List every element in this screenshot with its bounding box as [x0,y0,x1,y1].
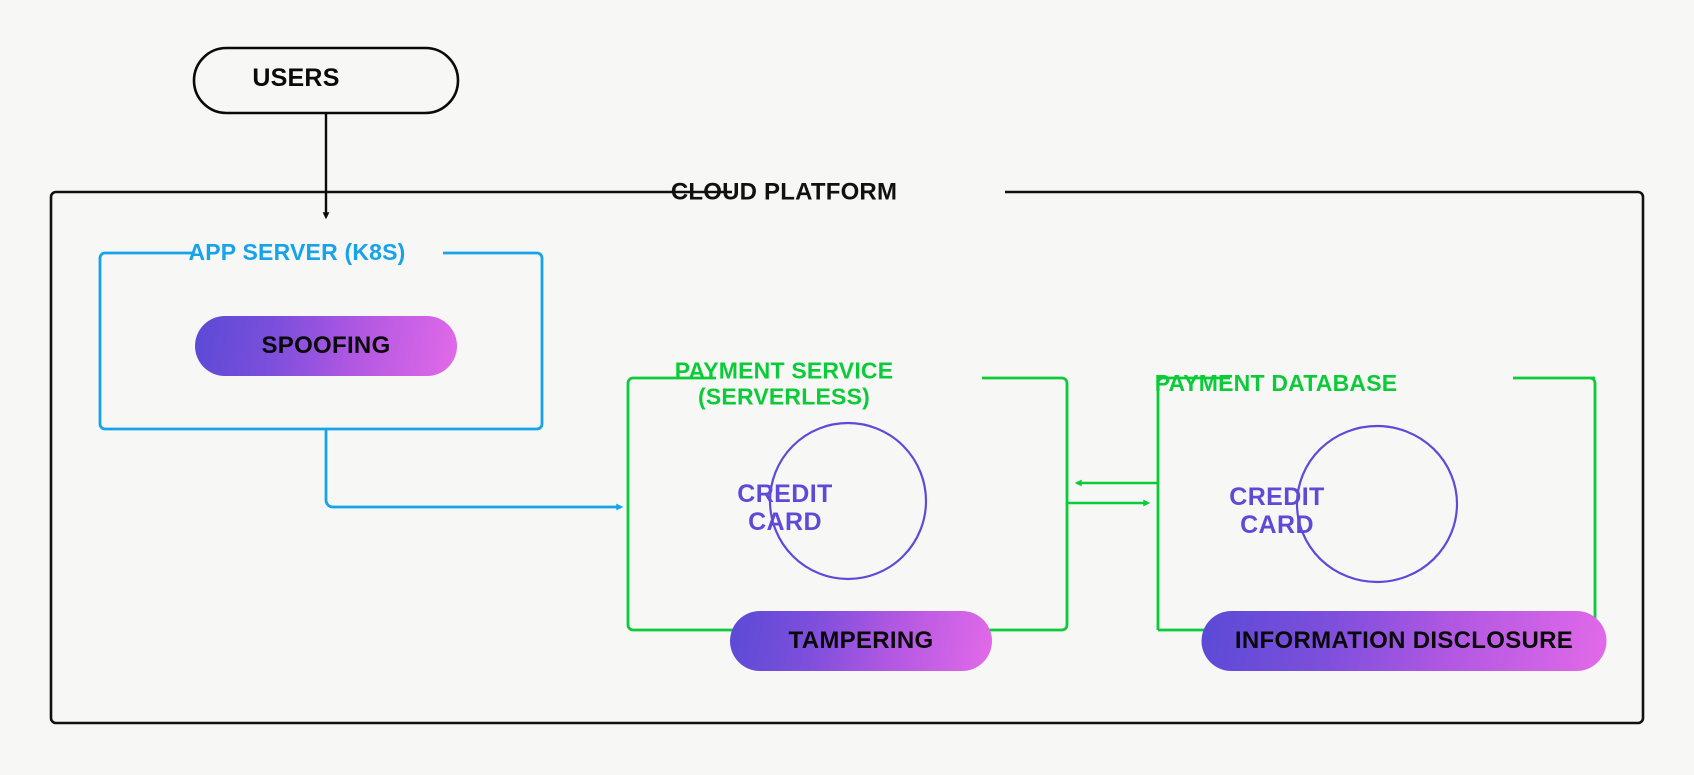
credit-card-database-circle[interactable] [1295,424,1459,584]
cloud-platform-boundary-label: CLOUD PLATFORM [670,178,898,206]
flow-app-server-to-payment-service [324,429,624,511]
credit-card-database-label: CREDIT CARD [1229,483,1324,539]
payment-service-label-line1: PAYMENT SERVICE [674,357,894,384]
credit-card-database-label-line2: CARD [1240,511,1314,539]
threat-pill-spoofing[interactable]: SPOOFING [195,316,457,376]
trust-boundary-app-server [98,251,544,431]
payment-service-boundary-label: PAYMENT SERVICE (SERVERLESS) [674,357,894,410]
payment-service-label-line2: (SERVERLESS) [698,383,870,409]
trust-boundary-cloud-platform [49,190,1645,725]
users-node-label: USERS [252,64,340,92]
credit-card-service-label-line1: CREDIT [737,480,833,508]
credit-card-service-circle[interactable] [768,421,928,581]
credit-card-service-label-line2: CARD [748,508,822,536]
payment-database-boundary-label: PAYMENT DATABASE [1154,370,1398,397]
threat-pill-tampering[interactable]: TAMPERING [730,611,992,671]
credit-card-service-label: CREDIT CARD [737,480,832,536]
app-server-boundary-label: APP SERVER (K8S) [188,239,406,266]
threat-pill-information-disclosure[interactable]: INFORMATION DISCLOSURE [1201,611,1607,671]
credit-card-database-label-line1: CREDIT [1229,483,1325,511]
